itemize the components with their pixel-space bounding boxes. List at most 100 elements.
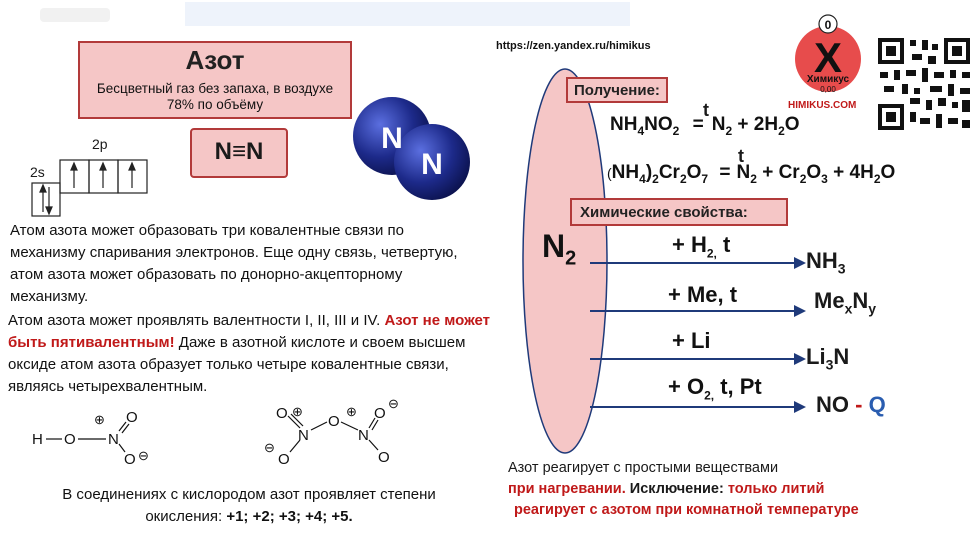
oxidation-text: В соединениях с кислородом азот проявляе… [10, 484, 488, 528]
oxidation-states: +1; +2; +3; +4; +5. [226, 508, 353, 525]
reaction-1-reagent-sub: 2, [706, 246, 717, 261]
equation-1: NH4NO2 =N2 + 2H2O [610, 114, 800, 138]
bottom-note-line-3: реагирует с азотом при комнатной темпера… [514, 502, 859, 518]
eq1-equals: = [692, 114, 704, 135]
eq1-temperature: t [703, 100, 709, 120]
eq2-sub: 2 [799, 171, 807, 186]
reaction-1-reagent: + H2, t [672, 232, 730, 260]
eq1-sub: 2 [725, 123, 733, 138]
n2o5-minus-2: ⊖ [388, 396, 399, 411]
reaction-4-product-text: NO [816, 392, 849, 417]
reaction-3-product-tail: N [833, 344, 850, 369]
title-name: Азот [185, 45, 245, 75]
orbital-diagram [31, 159, 148, 217]
reaction-4-reagent-tail: t, Pt [714, 374, 762, 399]
logo-top-digit: 0 [825, 18, 832, 32]
reaction-1-product-text: NH [806, 248, 838, 273]
hno3-plus: ⊕ [94, 412, 105, 427]
n2-ellipse [522, 68, 608, 454]
orbital-label-2p: 2p [92, 136, 108, 152]
eq1-part: NH [610, 114, 638, 135]
reaction-3-arrow [590, 358, 798, 360]
n2o5-o4: O [378, 449, 390, 466]
eq2-part: + 4H [827, 162, 874, 183]
n2o5-n2: N [358, 427, 369, 444]
eq2-part: ) [645, 162, 653, 183]
hno3-structure: H O N O O ⊕ ⊖ [32, 409, 149, 468]
n2o5-plus-2: ⊕ [346, 404, 357, 419]
n2o5-structure: O N O O N O O ⊖ ⊕ ⊕ ⊖ [264, 396, 399, 468]
himikus-logo-icon: 0 Х Химикус 0,00 [795, 14, 861, 94]
reaction-4-arrow [590, 406, 798, 408]
reaction-4-reagent: + O2, t, Pt [668, 374, 762, 402]
paragraph-bonds: Атом азота может образовать три ковалент… [10, 222, 458, 305]
reaction-3-reagent: + Li [672, 328, 711, 353]
hno3-o1: O [64, 431, 76, 448]
qr-code-icon[interactable] [876, 36, 972, 132]
source-url[interactable]: https://zen.yandex.ru/himikus [496, 40, 651, 52]
reaction-3-product-sub: 3 [825, 356, 834, 373]
arrow-head-icon [794, 305, 806, 317]
eq2-sub: 2 [679, 171, 687, 186]
reaction-2-product-sub2: y [868, 300, 877, 317]
eq2-part: + Cr [756, 162, 800, 183]
eq2-part: N [736, 162, 751, 183]
reaction-4-reagent-text: + O [668, 374, 705, 399]
reaction-2-product: MexNy [814, 288, 876, 316]
reaction-3-product: Li3N [806, 344, 849, 372]
logo-site[interactable]: HIMIKUS.COM [788, 100, 857, 111]
eq2-sub: 2 [652, 171, 659, 186]
logo-name: Химикус [807, 74, 850, 85]
hno3-h: H [32, 431, 43, 448]
eq1-sub: 2 [672, 123, 680, 138]
arrow-head-icon [794, 401, 806, 413]
title-box: Азот Бесцветный газ без запаха, в воздух… [78, 41, 352, 119]
arrow-head-icon [794, 353, 806, 365]
eq2-part: O [686, 162, 702, 183]
eq2-sub: 2 [873, 171, 881, 186]
eq2-part: O [806, 162, 822, 183]
n2-label-sub: 2 [565, 247, 577, 270]
eq2-sub: 4 [639, 171, 646, 186]
eq2-sub: 7 [701, 171, 709, 186]
eq2-part: O [880, 162, 896, 183]
hno3-o3: O [124, 451, 136, 468]
n2-label-n: N [542, 228, 566, 264]
molecule-atom-2: N [421, 148, 443, 181]
eq2-sub: 3 [821, 171, 828, 186]
bottom-note-line-1: Азот реагирует с простыми веществами [508, 460, 779, 476]
reaction-1-product: NH3 [806, 248, 846, 276]
n2o5-plus-1: ⊕ [292, 404, 303, 419]
eq2-part: Cr [658, 162, 680, 183]
reaction-1-arrow [590, 262, 798, 264]
eq1-part: O [784, 114, 800, 135]
n2o5-o2: O [278, 451, 290, 468]
bottom-note-red-2: только литий [727, 481, 825, 497]
reaction-2-reagent: + Me, t [668, 282, 738, 307]
n2o5-o-bridge: O [328, 413, 340, 430]
reaction-2-product-tail: N [852, 288, 869, 313]
bottom-note-line-2: при нагревании. Исключение: только литий [508, 479, 928, 500]
obtaining-label: Получение: [566, 77, 668, 103]
eq1-part: + 2H [732, 114, 779, 135]
reaction-4-q: Q [868, 392, 886, 417]
hno3-n: N [108, 431, 119, 448]
valence-start: Атом азота может проявлять валентности I… [8, 312, 381, 329]
bottom-note: Азот реагирует с простыми веществами при… [508, 458, 928, 521]
reaction-1-reagent-text: + H [672, 232, 707, 257]
equation-2: (NH4)2Cr2O7 =N2 + Cr2O3 + 4H2O [607, 162, 895, 186]
eq1-part: N [711, 114, 726, 135]
arrow-head-icon [794, 257, 806, 269]
n2o5-n1: N [298, 427, 309, 444]
oxidation-line-2: окисления: +1; +2; +3; +4; +5. [10, 506, 488, 528]
eq1-sub: 4 [637, 123, 645, 138]
hno3-o2: O [126, 409, 138, 426]
logo-letter: Х [814, 34, 842, 81]
reaction-2-product-text: Me [814, 288, 845, 313]
eq2-sub: 2 [750, 171, 757, 186]
eq1-part: NO [644, 114, 673, 135]
eq2-equals: = [719, 162, 731, 183]
top-bar [0, 0, 980, 30]
eq2-temperature: t [738, 146, 744, 166]
n2o5-o3: O [374, 405, 386, 422]
